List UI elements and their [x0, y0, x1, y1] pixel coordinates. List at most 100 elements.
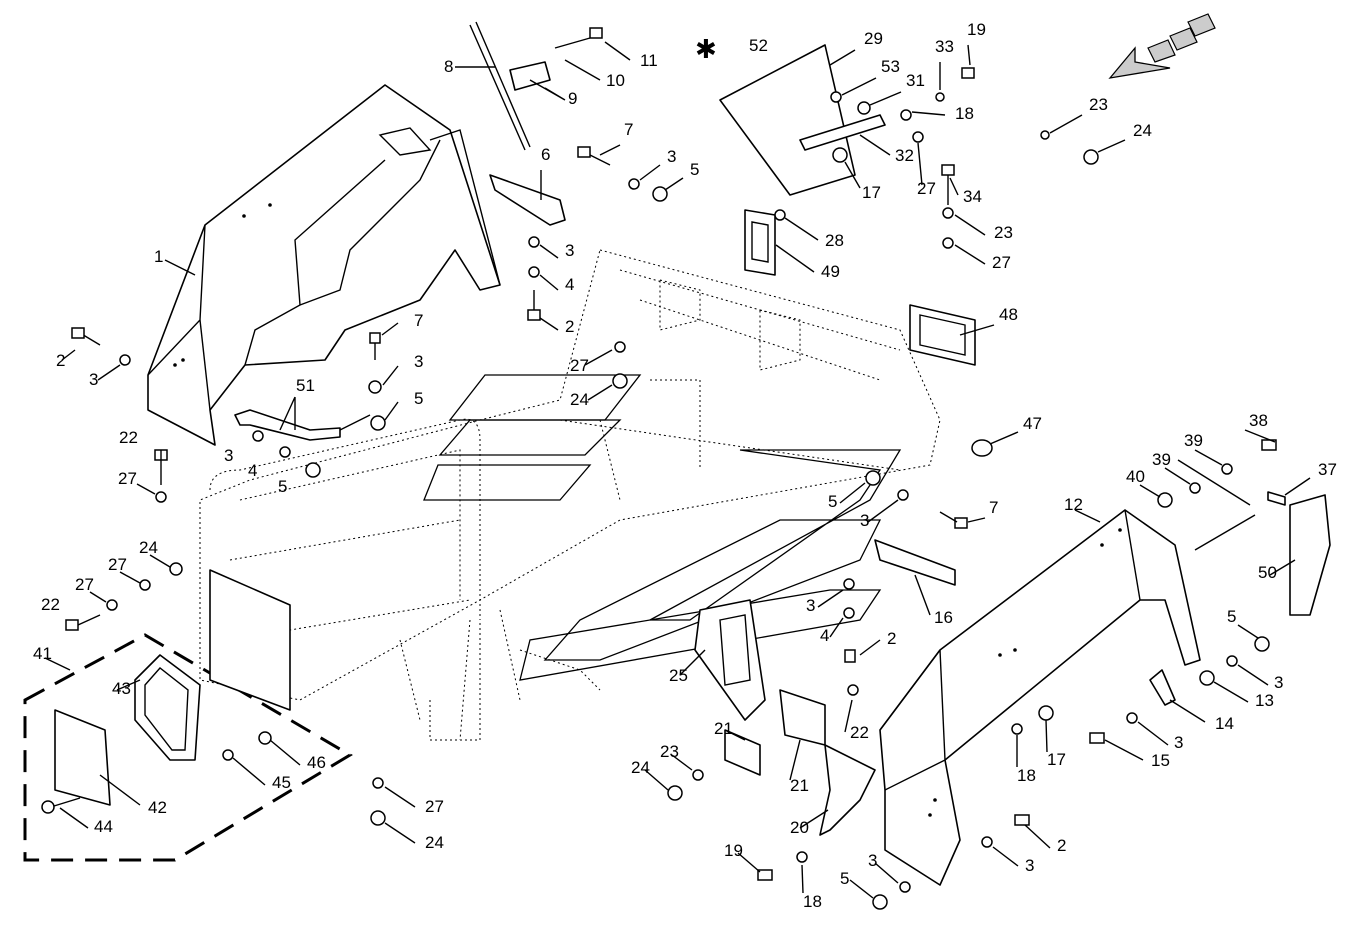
callout-c24e: 24 — [631, 758, 650, 777]
callout-c51: 51 — [296, 376, 315, 395]
callout-c39a: 39 — [1184, 431, 1203, 450]
callout-c27d: 27 — [118, 469, 137, 488]
callout-c17a: 17 — [862, 183, 881, 202]
callout-c7a: 7 — [414, 311, 423, 330]
callout-c53: 53 — [881, 57, 900, 76]
callout-c6: 6 — [541, 145, 550, 164]
part-42-reflector — [54, 709, 111, 806]
callout-c33: 33 — [935, 37, 954, 56]
callout-c3e: 3 — [565, 241, 574, 260]
callout-c24a: 24 — [1133, 121, 1152, 140]
callout-c20: 20 — [790, 818, 809, 837]
callout-c24d: 24 — [425, 833, 444, 852]
callout-c41: 41 — [33, 644, 52, 663]
callout-c27f: 27 — [75, 575, 94, 594]
callout-c46: 46 — [307, 753, 326, 772]
callout-c3b: 3 — [224, 446, 233, 465]
callout-c19b: 19 — [724, 841, 743, 860]
callout-c3f: 3 — [860, 511, 869, 530]
callout-c21b: 21 — [790, 776, 809, 795]
leader-lines — [44, 41, 1311, 899]
part-rear-box — [209, 569, 291, 711]
callout-c3j: 3 — [1174, 733, 1183, 752]
part-14-bracket — [1149, 669, 1176, 706]
callout-c48: 48 — [999, 305, 1018, 324]
callout-c5d: 5 — [828, 492, 837, 511]
callout-c3h: 3 — [868, 851, 877, 870]
callout-c9: 9 — [568, 89, 577, 108]
callout-c27b: 27 — [992, 253, 1011, 272]
callout-c22a: 22 — [119, 428, 138, 447]
callout-c18b: 18 — [803, 892, 822, 911]
callout-c23c: 23 — [660, 742, 679, 761]
star-symbol-icon: ✱ — [695, 34, 717, 64]
part-12-right-fender — [879, 509, 1201, 886]
part-20-bracket — [819, 744, 876, 836]
callout-c24b: 24 — [570, 390, 589, 409]
part-49-gasket — [744, 209, 776, 276]
callout-c23a: 23 — [1089, 95, 1108, 114]
callout-c19a: 19 — [967, 20, 986, 39]
callout-c43: 43 — [112, 679, 131, 698]
part-51-strap — [234, 409, 341, 441]
callout-c37: 37 — [1318, 460, 1337, 479]
callout-c16: 16 — [934, 608, 953, 627]
callout-c8: 8 — [444, 57, 453, 76]
callout-c3d: 3 — [667, 147, 676, 166]
callout-c2d: 2 — [1057, 836, 1066, 855]
callout-c28: 28 — [825, 231, 844, 250]
callout-c2a: 2 — [56, 351, 65, 370]
callout-c3c: 3 — [414, 352, 423, 371]
part-9-clamp — [509, 61, 551, 91]
callout-c38: 38 — [1249, 411, 1268, 430]
part-48-gasket — [909, 304, 976, 366]
part-47-ring — [971, 439, 993, 457]
ghost-guard-outlines — [423, 374, 902, 681]
callout-c32: 32 — [895, 146, 914, 165]
callout-c49: 49 — [821, 262, 840, 281]
part-43-frame — [134, 654, 201, 761]
callout-c5c: 5 — [690, 160, 699, 179]
callout-c3a: 3 — [89, 370, 98, 389]
callout-c13: 13 — [1255, 691, 1274, 710]
callout-c42: 42 — [148, 798, 167, 817]
callout-c4a: 4 — [248, 461, 257, 480]
part-41-kit-outline — [23, 633, 353, 862]
direction-arrow-icon — [1108, 13, 1216, 79]
callout-c31: 31 — [906, 71, 925, 90]
callout-c22c: 22 — [850, 723, 869, 742]
callout-c5f: 5 — [1227, 607, 1236, 626]
part-25-bracket — [694, 599, 766, 721]
callout-c52: 52 — [749, 36, 768, 55]
callout-c3k: 3 — [1274, 673, 1283, 692]
part-6-bracket — [489, 174, 566, 226]
callout-c5e: 5 — [840, 869, 849, 888]
callout-c27g: 27 — [425, 797, 444, 816]
callout-c14: 14 — [1215, 714, 1234, 733]
part-37-tab — [1267, 491, 1286, 506]
callout-c7c: 7 — [989, 498, 998, 517]
callout-c18a: 18 — [955, 104, 974, 123]
callout-c3i: 3 — [1025, 856, 1034, 875]
callout-c27e: 27 — [108, 555, 127, 574]
callout-c18c: 18 — [1017, 766, 1036, 785]
callout-c12: 12 — [1064, 495, 1083, 514]
callout-c5b: 5 — [414, 389, 423, 408]
callout-c3g: 3 — [806, 596, 815, 615]
part-21-bracket — [724, 689, 826, 776]
part-1-left-hood — [147, 84, 501, 446]
callout-c10: 10 — [606, 71, 625, 90]
part-16-bracket — [874, 539, 956, 586]
callout-c50: 50 — [1258, 563, 1277, 582]
callout-c44: 44 — [94, 817, 113, 836]
callout-c40: 40 — [1126, 467, 1145, 486]
callout-c2c: 2 — [887, 629, 896, 648]
callout-c5a: 5 — [278, 477, 287, 496]
callout-c11: 11 — [640, 51, 658, 70]
callout-c45: 45 — [272, 773, 291, 792]
callout-c29: 29 — [864, 29, 883, 48]
callout-c23b: 23 — [994, 223, 1013, 242]
callout-c4c: 4 — [820, 626, 829, 645]
